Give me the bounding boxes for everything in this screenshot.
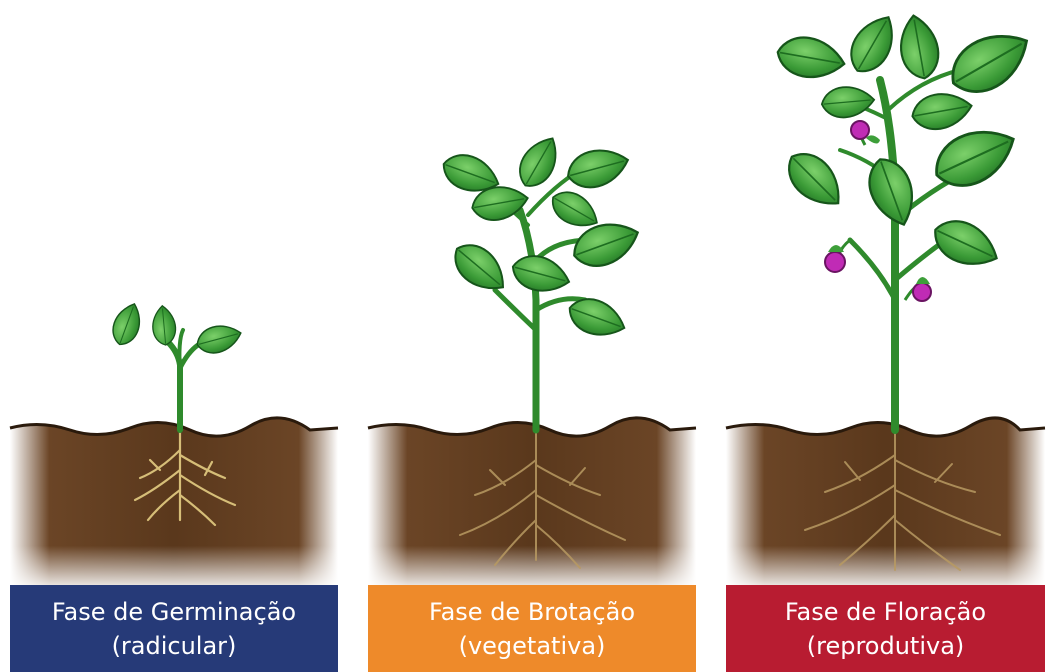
- soil-block-germination: [9, 416, 339, 585]
- stage-germination-title: Fase de Germinação: [51, 597, 297, 626]
- stage-flowering-title: Fase de Floração: [784, 597, 987, 626]
- flower-bud-1: [850, 120, 880, 144]
- flower-bud-2: [824, 245, 846, 273]
- plant-reproductive: [773, 7, 1041, 434]
- stage-germination-subtitle: (radicular): [111, 631, 237, 660]
- soil-block-flowering: [725, 416, 1046, 585]
- stage-budding-subtitle: (vegetativa): [458, 631, 606, 660]
- plant-vegetative: [436, 129, 646, 434]
- stage-label-budding: Fase de Brotação (vegetativa): [368, 585, 696, 672]
- stage-flowering-subtitle: (reprodutiva): [806, 631, 965, 660]
- flower-bud-3: [912, 277, 932, 302]
- roots-flowering: [804, 429, 1001, 571]
- soil-block-budding: [367, 416, 697, 585]
- roots-germination: [133, 428, 237, 527]
- roots-budding: [459, 429, 626, 569]
- stage-label-germination: Fase de Germinação (radicular): [10, 585, 338, 672]
- stage-label-flowering: Fase de Floração (reprodutiva): [726, 585, 1045, 672]
- stage-budding-title: Fase de Brotação: [428, 597, 636, 626]
- plant-growth-illustration: [9, 7, 1046, 585]
- plant-seedling: [107, 298, 245, 433]
